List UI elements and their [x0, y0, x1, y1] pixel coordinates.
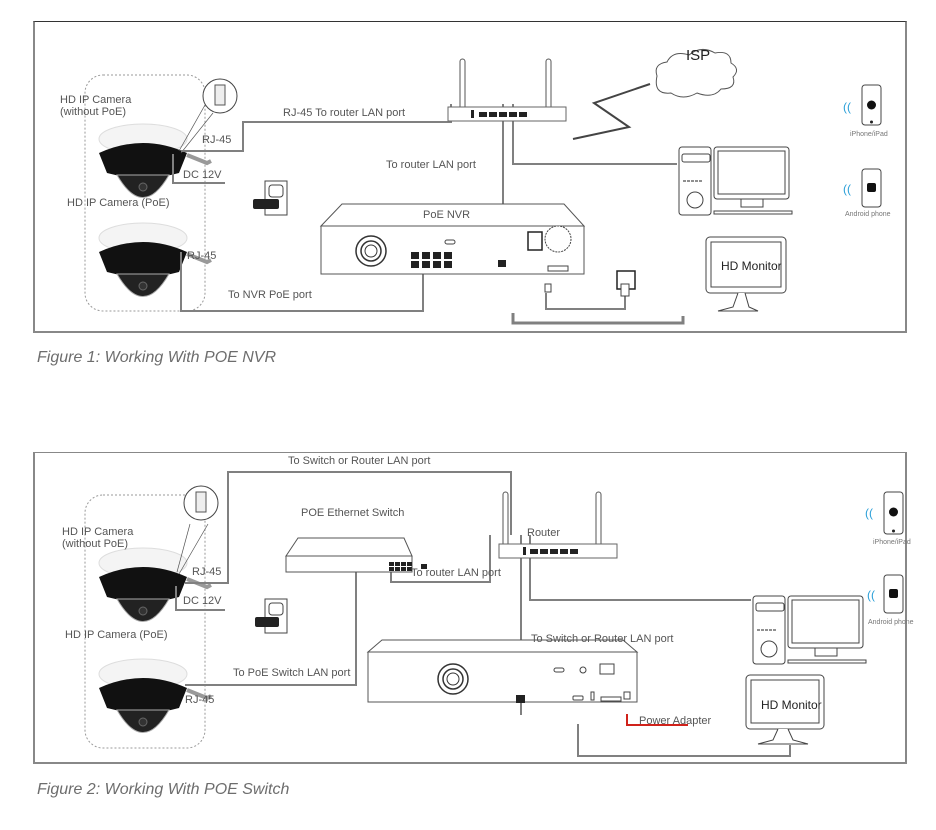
rj45-label-bottom: RJ-45: [185, 694, 215, 706]
power-outlet-icon: [264, 180, 288, 216]
hd-monitor-icon: [705, 236, 787, 312]
wifi-router-icon: [447, 58, 567, 122]
figure-2-diagram: (( (( HD IP Camera (without PoE) HD IP C…: [33, 452, 914, 764]
power-adapter-icon: [255, 617, 279, 627]
power-outlet-icon: [264, 598, 288, 634]
cable-camera-to-switch-or-router: [185, 471, 512, 584]
poe-switch-icon: [285, 537, 427, 573]
wifi-router-icon: [498, 491, 618, 559]
rj45-label-bottom: RJ-45: [187, 250, 217, 262]
power-adapter-cable: [626, 714, 688, 726]
to-router-lan-label: To router LAN port: [411, 567, 501, 579]
camera-poe-label: HD IP Camera (PoE): [67, 197, 170, 209]
cloud-icon: [655, 49, 737, 98]
iphone-icon: [883, 491, 904, 535]
camera-group-box: [84, 74, 206, 312]
nvr-icon: [366, 639, 639, 703]
cable-hdmi-to-monitor: [511, 313, 685, 325]
to-switch-or-router-label-top: To Switch or Router LAN port: [288, 455, 431, 467]
power-adapter-label: Power Adapter: [639, 715, 712, 727]
cable-dc-power: [175, 586, 225, 611]
figure-1-canvas: (( ((: [84, 49, 882, 325]
lightning-link-icon: [572, 83, 651, 140]
poe-switch-label: POE Ethernet Switch: [301, 507, 405, 519]
power-adapter-icon: [253, 199, 279, 209]
dome-camera-icon: [98, 547, 212, 622]
hd-monitor-label: HD Monitor: [721, 259, 782, 273]
android-phone-icon: [861, 168, 882, 208]
to-poe-switch-lan-label: To PoE Switch LAN port: [233, 667, 351, 679]
dc-12v-label: DC 12V: [183, 169, 222, 181]
desktop-pc-icon: [678, 146, 793, 216]
figure-1-caption: Figure 1: Working With POE NVR: [37, 349, 277, 366]
iphone-icon: [861, 84, 882, 126]
desktop-pc-icon: [752, 595, 867, 665]
cable-hdmi-to-monitor: [577, 724, 791, 757]
cable-dc-power: [172, 154, 225, 184]
dc-12v-label: DC 12V: [183, 595, 222, 607]
camera-no-poe-sublabel: (without PoE): [62, 538, 129, 550]
android-label: Android phone: [868, 619, 914, 626]
isp-label: ISP: [686, 47, 711, 64]
router-label: Router: [527, 527, 561, 539]
camera-group-box: [84, 494, 206, 749]
rj45-connector-icon: [178, 78, 238, 154]
dome-camera-icon: [98, 658, 212, 733]
wifi-signal-icon: ((: [867, 588, 875, 602]
figure-2-caption: Figure 2: Working With POE Switch: [37, 781, 290, 798]
camera-no-poe-label: HD IP Camera: [62, 526, 134, 538]
wifi-signal-icon: ((: [843, 182, 851, 196]
power-plug-icon: [544, 270, 636, 297]
iphone-label: iPhone/iPad: [873, 539, 911, 546]
wifi-signal-icon: ((: [865, 506, 873, 520]
android-label: Android phone: [845, 211, 891, 218]
cable-camera-to-nvr: [180, 252, 424, 312]
nvr-label: PoE NVR: [423, 209, 471, 221]
iphone-label: iPhone/iPad: [850, 131, 888, 138]
cable-camera-to-poe-switch: [185, 557, 357, 686]
hd-monitor-icon: [745, 674, 825, 745]
rj45-label-top: RJ-45: [192, 566, 222, 578]
to-router-lan-label: To router LAN port: [386, 159, 476, 171]
hd-monitor-label: HD Monitor: [761, 698, 822, 712]
figure-2-canvas: (( ((: [84, 471, 904, 757]
nvr-icon: [319, 203, 586, 275]
to-nvr-poe-label: To NVR PoE port: [228, 289, 312, 301]
dome-camera-icon: [98, 222, 212, 297]
to-switch-or-router-label-nvr: To Switch or Router LAN port: [531, 633, 674, 645]
camera-no-poe-sublabel: (without PoE): [60, 106, 127, 118]
wifi-signal-icon: ((: [843, 100, 851, 114]
rj45-connector-icon: [176, 485, 219, 575]
cable-power: [545, 293, 626, 310]
cable-router-to-pc: [512, 104, 677, 165]
camera-no-poe-label: HD IP Camera: [60, 94, 132, 106]
figure-1-diagram: (( (( HD IP Camera (without PoE) HD IP C…: [33, 21, 907, 333]
rj45-label-top: RJ-45: [202, 134, 232, 146]
camera-poe-label: HD IP Camera (PoE): [65, 629, 168, 641]
dome-camera-icon: [98, 123, 212, 198]
rj45-to-router-label: RJ-45 To router LAN port: [283, 107, 406, 119]
android-phone-icon: [883, 574, 904, 614]
